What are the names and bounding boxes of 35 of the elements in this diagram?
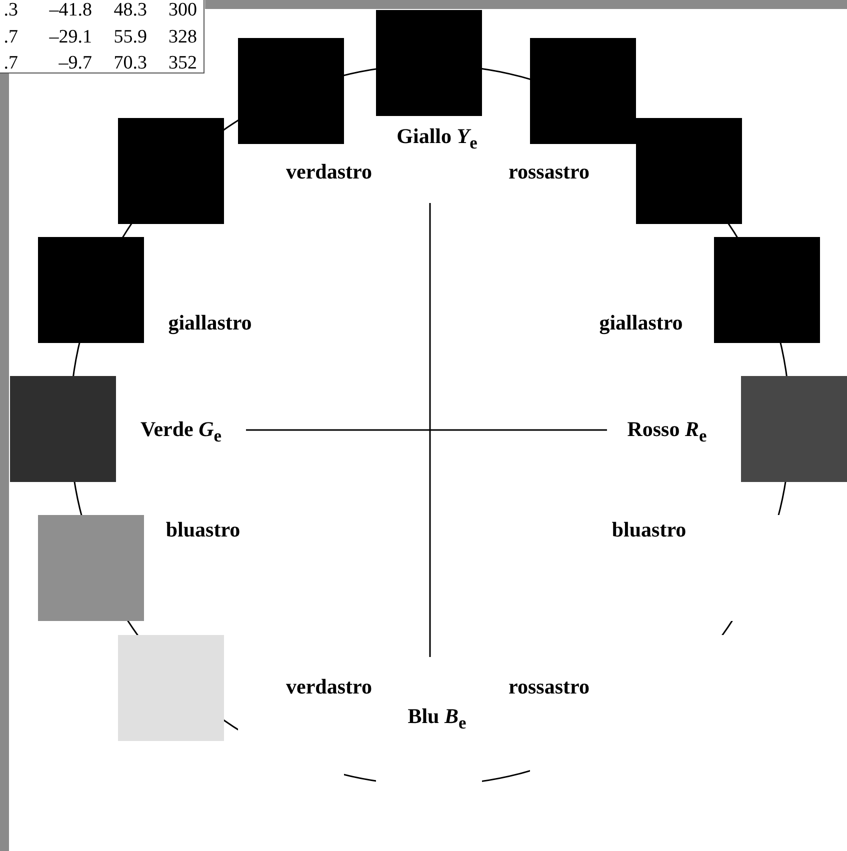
hue-label: verdastro [286,676,372,698]
table-cell: 328 [168,28,197,46]
table-cell: .7 [4,28,18,46]
hue-label: bluastro [612,520,686,540]
hue-label: verdastro [286,162,372,182]
color-sample [10,376,116,482]
hue-label: Giallo Y$_{e}$ [396,126,478,152]
hue-label: rossastro [508,162,590,182]
table-cell: –41.8 [49,0,92,20]
hue-label: rossastro [508,676,590,698]
color-sample [714,237,820,343]
table-cell: 48.3 [114,0,147,20]
hue-label: giallastro [599,312,683,334]
table-cell: 300 [168,0,197,20]
hue-label: giallastro [168,312,252,334]
table-cell: .7 [4,54,18,72]
color-sample [118,118,224,224]
table-cell: –9.7 [58,54,92,72]
hue-label: Rosso R$_{e}$ [627,419,707,445]
color-sample [741,376,847,482]
table-cell: –29.1 [49,28,92,46]
color-sample [38,515,144,621]
hue-label: Blu B$_{e}$ [408,706,466,732]
hue-label: bluastro [166,520,240,540]
color-sample [238,38,344,144]
color-sample [38,237,144,343]
color-sample [636,118,742,224]
table-cell: 352 [168,54,197,72]
color-sample [118,635,224,741]
table-cell: 55.9 [114,28,147,46]
color-sample [376,10,482,116]
hue-label: Verde G$_{e}$ [140,419,222,445]
table-cell: 70.3 [114,54,147,72]
table-cell: .3 [4,0,18,20]
color-sample [530,38,636,144]
